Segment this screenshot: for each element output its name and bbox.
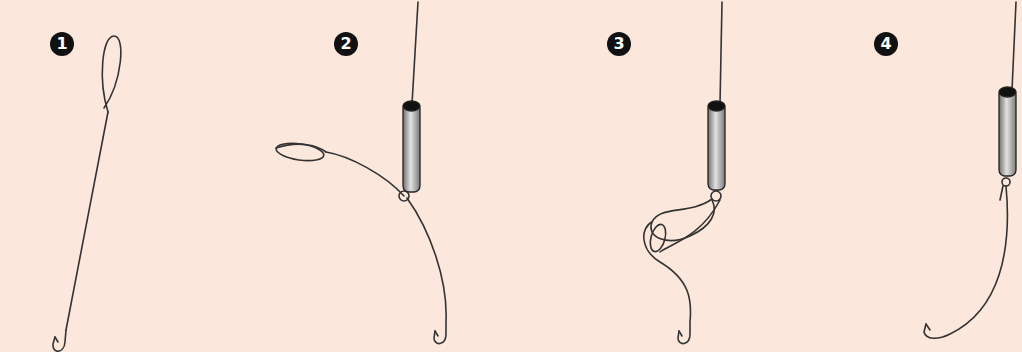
hook-barb xyxy=(55,337,58,342)
callout-number: 3 xyxy=(607,32,631,56)
sleeve-step-two xyxy=(275,2,446,344)
line-with-loop xyxy=(53,36,121,351)
callout-number: 2 xyxy=(334,32,358,56)
callout-number: 4 xyxy=(874,32,898,56)
sleeve-step-four xyxy=(924,2,1016,338)
crimp-sleeve xyxy=(403,87,1016,192)
callout-number: 1 xyxy=(50,32,74,56)
hook xyxy=(53,330,66,351)
